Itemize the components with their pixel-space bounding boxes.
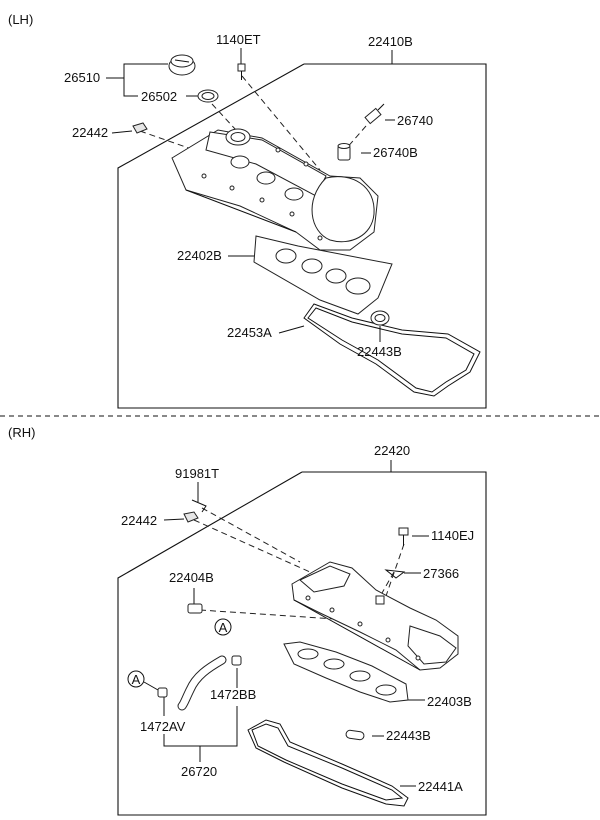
gasket-22453A: [303, 303, 481, 397]
gasket-22402B: [253, 235, 393, 315]
grommet-26740B: [337, 143, 351, 161]
label-22443B: 22443B: [357, 344, 402, 359]
marker-a-label-1: A: [219, 620, 228, 635]
bracket-91981T: [191, 499, 207, 513]
label-26510: 26510: [64, 70, 100, 85]
hose-26720: [177, 655, 227, 711]
label-1472BB: 1472BB: [210, 687, 256, 702]
label-22420: 22420: [374, 443, 410, 458]
label-22443B-rh: 22443B: [386, 728, 431, 743]
label-22442-lh: 22442: [72, 125, 108, 140]
marker-a-circle-2: A: [127, 670, 145, 688]
clamp-1472BB: [231, 655, 242, 666]
label-22403B: 22403B: [427, 694, 472, 709]
pcv-valve-26740: [364, 103, 385, 125]
plug-22442-rh: [183, 511, 199, 523]
label-1140EJ: 1140EJ: [431, 528, 474, 543]
oil-filler-cap-26510: [168, 54, 196, 76]
label-22402B: 22402B: [177, 248, 222, 263]
gasket-22441A: [247, 719, 409, 807]
label-22453A: 22453A: [227, 325, 272, 340]
section-label-rh: (RH): [8, 425, 35, 440]
rh-assembly-frame: [117, 471, 487, 816]
label-22410B: 22410B: [368, 34, 413, 49]
label-27366: 27366: [423, 566, 459, 581]
label-26740: 26740: [397, 113, 433, 128]
plug-22442-lh: [132, 122, 148, 134]
label-26502: 26502: [141, 89, 177, 104]
label-1140ET: 1140ET: [216, 32, 261, 47]
ring-22443B-lh: [370, 310, 390, 326]
bolt-1140EJ: [398, 527, 409, 546]
label-91981T: 91981T: [175, 466, 219, 481]
marker-a-label-2: A: [132, 672, 141, 687]
cap-gasket-26502: [197, 89, 219, 103]
clamp-1472AV: [157, 687, 168, 698]
label-22404B: 22404B: [169, 570, 214, 585]
lh-assembly-frame: [117, 63, 487, 409]
label-22442-rh: 22442: [121, 513, 157, 528]
section-label-lh: (LH): [8, 12, 33, 27]
rh-leader-lines: [143, 460, 429, 787]
marker-a-circle-1: A: [214, 618, 232, 636]
label-26720: 26720: [181, 764, 217, 779]
label-1472AV: 1472AV: [140, 719, 186, 734]
breather-22404B: [187, 603, 203, 614]
rh-alignment-lines: [193, 507, 405, 621]
bolt-1140ET: [237, 63, 246, 80]
label-22441A: 22441A: [418, 779, 463, 794]
gasket-22403B: [283, 641, 409, 703]
lh-cylinder-head-cover: [171, 128, 379, 251]
rh-cylinder-head-cover: [291, 561, 459, 671]
ring-22443B-rh: [345, 729, 365, 741]
label-26740B: 26740B: [373, 145, 418, 160]
clip-27366: [384, 569, 406, 579]
